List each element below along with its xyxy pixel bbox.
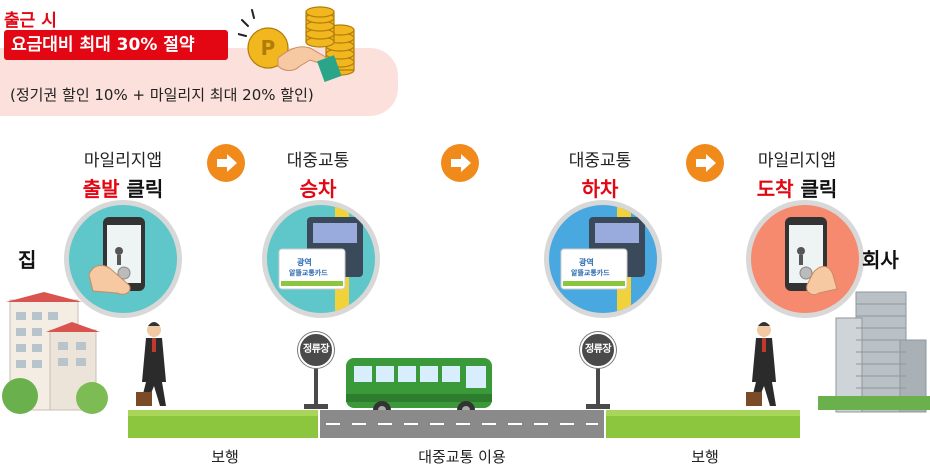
step-line1: 대중교통: [568, 151, 632, 171]
step-highlight: 승차: [299, 177, 337, 201]
arrow-right-icon: [441, 144, 479, 182]
road-line: [326, 423, 598, 425]
bus-stop-pole: [314, 350, 318, 406]
sidewalk-right: [606, 410, 800, 438]
banner-tag: 요금대비 최대 30% 절약: [4, 30, 228, 60]
step-suffix: 클릭: [119, 177, 164, 201]
step-arrival-label: 마일리지앱 도착 클릭: [722, 146, 872, 202]
step-highlight: 도착: [756, 177, 794, 201]
step-alight-label: 대중교통 하차: [525, 146, 675, 202]
bus-stop-icon: 정류장: [580, 332, 616, 368]
step-line2: 승차: [243, 173, 393, 202]
arrow-right-icon: [686, 144, 724, 182]
step-line1: 대중교통: [286, 151, 350, 171]
phone-app-icon: [64, 200, 182, 318]
card-title: 광역: [297, 257, 312, 267]
sidewalk-left: [128, 410, 318, 438]
step-line1: 마일리지앱: [757, 151, 837, 171]
card-reader-icon: 광역 알뜰교통카드: [262, 200, 380, 318]
svg-text:광역: 광역: [579, 257, 594, 267]
walk-right-label: 보행: [691, 448, 719, 466]
arrow-right-icon: [207, 144, 245, 182]
step-line1: 마일리지앱: [83, 151, 163, 171]
step-board-label: 대중교통 승차: [243, 146, 393, 202]
place-office: 회사: [862, 248, 899, 272]
bus-stop-icon: 정류장: [298, 332, 334, 368]
step-line2: 출발 클릭: [48, 173, 198, 202]
step-suffix: 클릭: [793, 177, 838, 201]
bus-stop-pole: [596, 350, 600, 406]
promo-banner: 출근 시 요금대비 최대 30% 절약 (정기권 할인 10% + 마일리지 최…: [0, 0, 400, 118]
office-building-icon: [818, 291, 930, 413]
svg-text:P: P: [261, 36, 276, 60]
walk-left-label: 보행: [211, 448, 239, 466]
transit-label: 대중교통 이용: [418, 448, 506, 466]
card-reader-icon: 광역 알뜰교통카드: [544, 200, 662, 318]
step-highlight: 하차: [581, 177, 619, 201]
banner-note: (정기권 할인 10% + 마일리지 최대 20% 할인): [10, 86, 314, 104]
phone-app-icon: [746, 200, 864, 318]
coins-hand-icon: P: [238, 6, 355, 83]
place-home: 집: [18, 248, 37, 272]
road: [320, 410, 604, 438]
walking-man-icon: [136, 322, 166, 406]
banner-headline: 출근 시: [4, 11, 57, 31]
step-line2: 하차: [525, 173, 675, 202]
svg-text:알뜰교통카드: 알뜰교통카드: [571, 268, 610, 277]
apartment-building-icon: [2, 292, 108, 414]
svg-text:알뜰교통카드: 알뜰교통카드: [289, 268, 328, 277]
step-line2: 도착 클릭: [722, 173, 872, 202]
step-departure-label: 마일리지앱 출발 클릭: [48, 146, 198, 202]
step-highlight: 출발: [82, 177, 120, 201]
walking-man-icon: [746, 322, 776, 406]
